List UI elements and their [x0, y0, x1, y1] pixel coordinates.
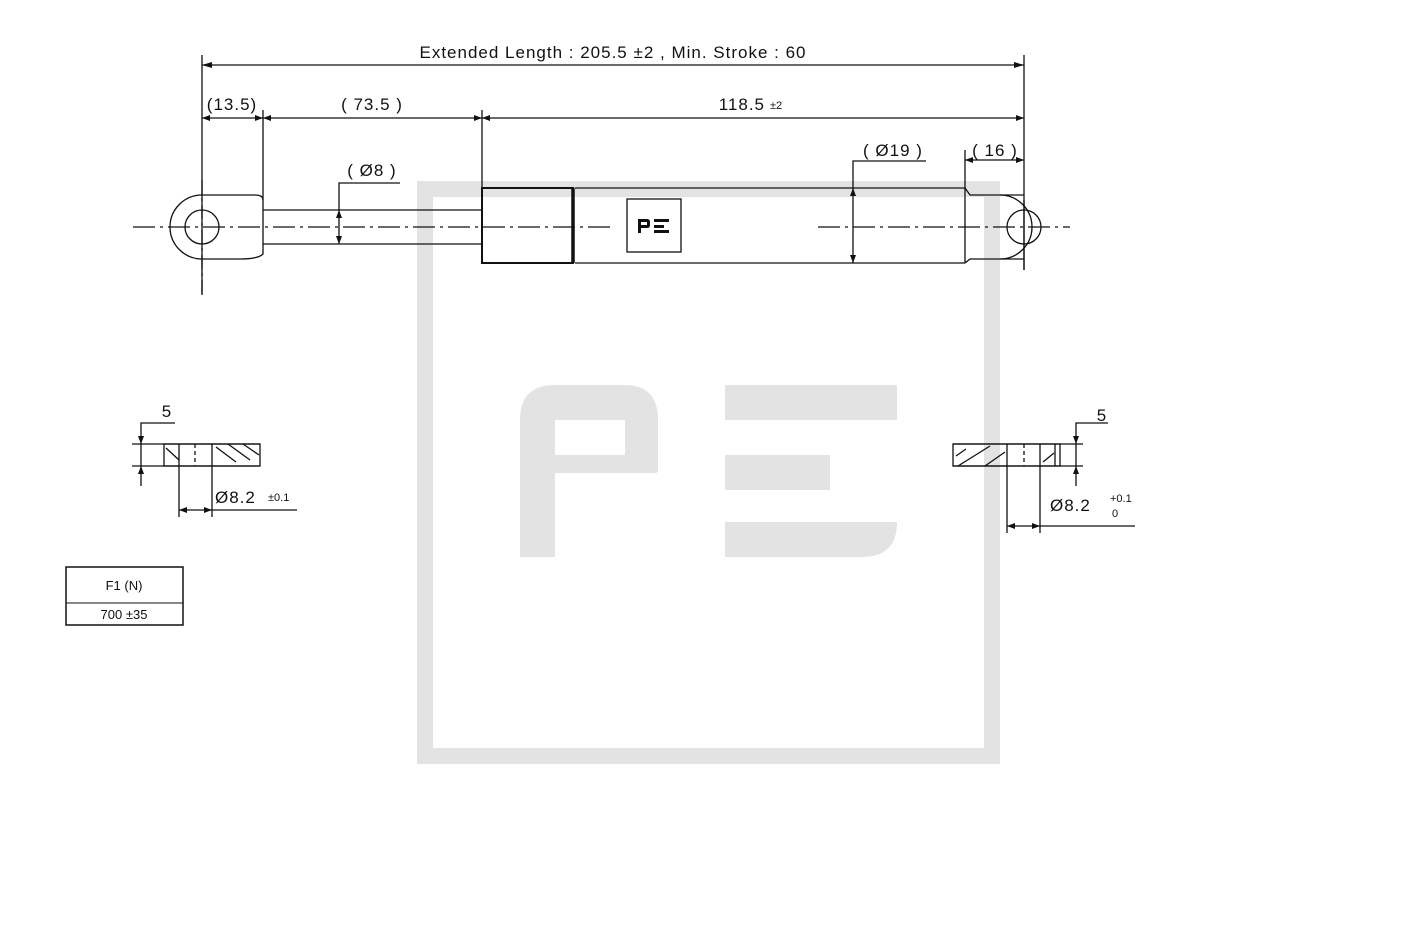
- left-thickness-dim: 5: [162, 402, 172, 421]
- eye-right-dim-line: [964, 150, 1024, 188]
- rod-length-dim: ( 73.5 ): [341, 95, 403, 114]
- eye-left-dim: (13.5): [207, 95, 257, 114]
- left-eye-section: [132, 422, 297, 517]
- body-diameter-dim: ( Ø19 ): [863, 141, 923, 160]
- eye-right-dim: ( 16 ): [972, 141, 1018, 160]
- force-table-header: F1 (N): [106, 578, 143, 593]
- right-hole-tol-lower: 0: [1112, 508, 1118, 520]
- right-eye-section: [952, 422, 1135, 533]
- right-thickness-dim: 5: [1097, 406, 1107, 425]
- body-length-tol: ±2: [770, 100, 782, 112]
- rod-diameter-leader: [336, 182, 400, 244]
- right-hole-tol-upper: +0.1: [1110, 493, 1132, 505]
- body-length-dim: 118.5: [719, 95, 765, 114]
- extended-length-label: Extended Length : 205.5 ±2 , Min. Stroke…: [420, 43, 807, 62]
- overall-dimension-line: [201, 55, 1025, 295]
- left-hole-tol: ±0.1: [268, 492, 289, 504]
- force-table: [65, 566, 184, 626]
- left-hole-diameter: Ø8.2: [215, 488, 256, 507]
- pe-label-box: [626, 198, 682, 253]
- pe-watermark: [417, 181, 1000, 764]
- gas-spring-outline: [133, 180, 1070, 295]
- right-hole-diameter: Ø8.2: [1050, 496, 1091, 515]
- force-table-value: 700 ±35: [101, 607, 148, 622]
- body-diameter-leader: [850, 160, 926, 263]
- rod-diameter-dim: ( Ø8 ): [347, 161, 396, 180]
